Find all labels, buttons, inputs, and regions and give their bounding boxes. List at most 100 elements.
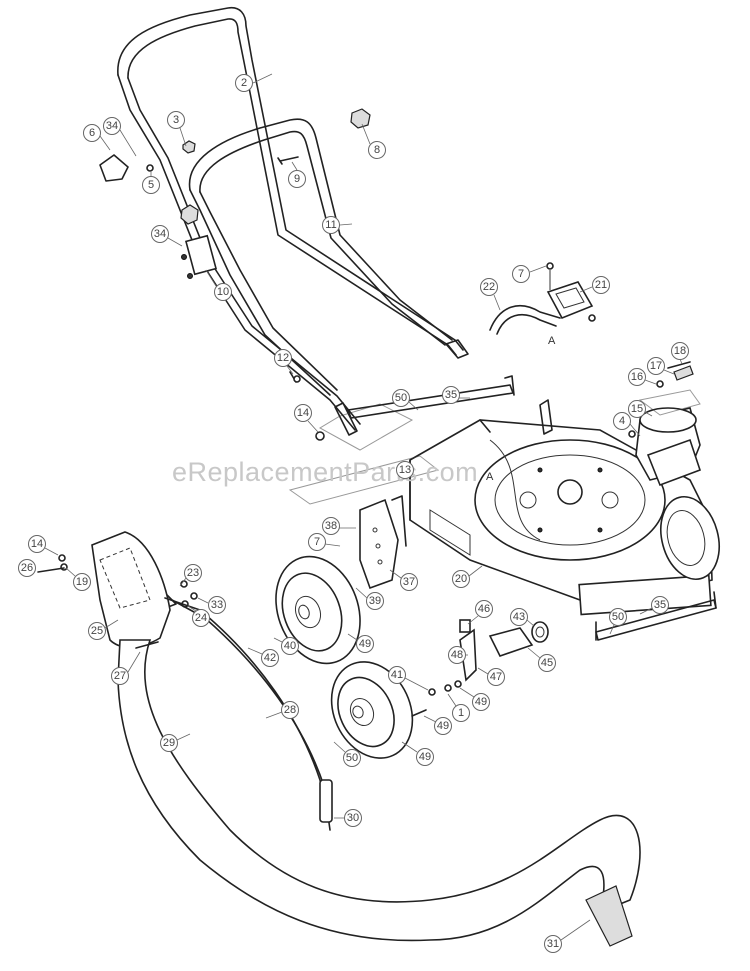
svg-text:18: 18 — [674, 345, 686, 357]
svg-text:41: 41 — [391, 669, 403, 681]
callout-49-lower: 49 — [416, 748, 434, 766]
callout-6: 6 — [83, 124, 101, 142]
callout-33: 33 — [208, 596, 226, 614]
callout-7-mid: 7 — [308, 533, 326, 551]
svg-text:39: 39 — [369, 595, 381, 607]
svg-text:38: 38 — [325, 520, 337, 532]
svg-text:15: 15 — [631, 403, 643, 415]
callout-13: 13 — [396, 461, 414, 479]
callout-8: 8 — [368, 141, 386, 159]
callout-4: 4 — [613, 412, 631, 430]
svg-text:8: 8 — [374, 144, 380, 156]
callout-45: 47 — [487, 668, 505, 686]
svg-text:43: 43 — [513, 611, 525, 623]
wheel-rear-right — [660, 495, 720, 581]
callout-50-lower: 50 — [343, 749, 361, 767]
callout-47: 49 — [472, 693, 490, 711]
mower-deck — [409, 399, 713, 616]
callout-26: 25 — [88, 622, 106, 640]
callout-3: 3 — [167, 111, 185, 129]
svg-text:35: 35 — [654, 599, 666, 611]
svg-text:34: 34 — [154, 228, 166, 240]
svg-text:31: 31 — [547, 938, 559, 950]
callout-10: 10 — [214, 283, 232, 301]
callout-41: 42 — [261, 649, 279, 667]
callout-31: 30 — [344, 809, 362, 827]
svg-text:4: 4 — [619, 415, 625, 427]
svg-text:23: 23 — [187, 567, 199, 579]
svg-text:14: 14 — [31, 538, 43, 550]
callout-18: 17 — [647, 357, 665, 375]
svg-text:13: 13 — [399, 464, 411, 476]
callout-21: 20 — [452, 570, 470, 588]
svg-text:3: 3 — [173, 114, 179, 126]
callout-25: 24 — [192, 609, 210, 627]
svg-text:2: 2 — [241, 77, 247, 89]
svg-text:46: 46 — [478, 603, 490, 615]
callout-40-upper: 40 — [281, 637, 299, 655]
callout-23: 22 — [480, 278, 498, 296]
svg-text:29: 29 — [163, 737, 175, 749]
callout-28: 27 — [111, 667, 129, 685]
svg-text:49: 49 — [475, 696, 487, 708]
svg-text:21: 21 — [595, 279, 607, 291]
svg-text:30: 30 — [347, 812, 359, 824]
svg-text:24: 24 — [195, 612, 207, 624]
svg-text:47: 47 — [490, 671, 502, 683]
callout-17: 16 — [628, 368, 646, 386]
svg-text:42: 42 — [264, 652, 276, 664]
callout-46: 48 — [448, 646, 466, 664]
callout-34-top: 34 — [103, 117, 121, 135]
callout-1: 1 — [452, 704, 470, 722]
callout-11: 11 — [322, 216, 340, 234]
callout-27: 26 — [18, 559, 36, 577]
callout-20: 19 — [73, 573, 91, 591]
svg-text:17: 17 — [650, 360, 662, 372]
callout-50-top: 50 — [392, 389, 410, 407]
callout-15: 14 — [28, 535, 46, 553]
svg-text:12: 12 — [277, 352, 289, 364]
svg-text:34: 34 — [106, 120, 118, 132]
svg-text:7: 7 — [314, 536, 320, 548]
svg-text:40: 40 — [284, 640, 296, 652]
callout-50-right: 50 — [609, 608, 627, 626]
svg-text:49: 49 — [437, 720, 449, 732]
svg-text:26: 26 — [21, 562, 33, 574]
callouts: 2 3 34 6 5 8 9 11 34 10 7 21 22 12 18 17… — [18, 73, 689, 953]
control-bracket — [489, 262, 596, 335]
upper-handle — [117, 6, 464, 431]
callout-16: 15 — [628, 400, 646, 418]
callout-34-mid: 34 — [151, 225, 169, 243]
svg-text:11: 11 — [325, 219, 336, 231]
wheel-rear-upper — [275, 555, 361, 665]
svg-text:6: 6 — [89, 127, 95, 139]
callout-30: 29 — [160, 734, 178, 752]
callout-40-lower: 41 — [388, 666, 406, 684]
watermark: eReplacementParts.com — [172, 457, 478, 487]
callout-12: 12 — [274, 349, 292, 367]
svg-text:50: 50 — [346, 752, 358, 764]
callout-9: 9 — [288, 170, 306, 188]
svg-text:27: 27 — [114, 670, 126, 682]
svg-text:48: 48 — [451, 649, 463, 661]
callout-19: 18 — [671, 342, 689, 360]
callout-14: 14 — [294, 404, 312, 422]
svg-text:16: 16 — [631, 371, 643, 383]
callout-37: 37 — [400, 573, 418, 591]
svg-text:22: 22 — [483, 281, 495, 293]
svg-text:50: 50 — [395, 392, 407, 404]
svg-text:49: 49 — [359, 638, 371, 650]
callout-5: 5 — [142, 176, 160, 194]
callout-43: 45 — [538, 654, 556, 672]
discharge-chute — [628, 361, 702, 487]
svg-text:19: 19 — [76, 576, 88, 588]
callout-24: 23 — [184, 564, 202, 582]
callout-42: 43 — [510, 608, 528, 626]
svg-text:7: 7 — [518, 268, 524, 280]
callout-2: 2 — [235, 74, 253, 92]
svg-text:37: 37 — [403, 576, 415, 588]
height-adjuster — [359, 495, 407, 590]
svg-text:50: 50 — [612, 611, 624, 623]
callout-32: 31 — [544, 935, 562, 953]
wheel-front-lower — [330, 661, 414, 759]
